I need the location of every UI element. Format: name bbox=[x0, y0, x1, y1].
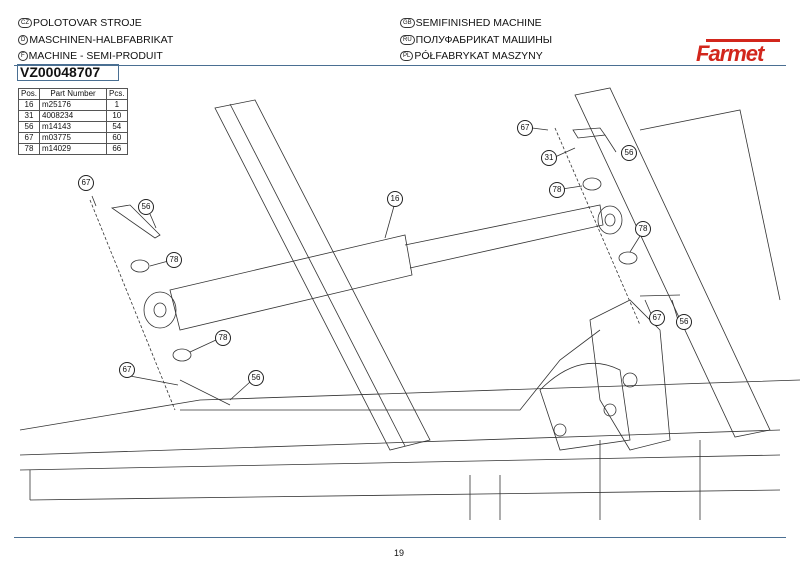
footer-divider bbox=[14, 537, 786, 538]
callout-78: 78 bbox=[166, 252, 182, 268]
callout-67: 67 bbox=[517, 120, 533, 136]
callout-56: 56 bbox=[621, 145, 637, 161]
callout-78: 78 bbox=[549, 182, 565, 198]
title-text: SEMIFINISHED MACHINE bbox=[415, 17, 542, 29]
cell: 60 bbox=[106, 132, 128, 144]
callout-67: 67 bbox=[119, 362, 135, 378]
title-text: PÓŁFABRYKAT MASZYNY bbox=[414, 50, 543, 62]
callout-56: 56 bbox=[676, 314, 692, 330]
lang-badge: D bbox=[18, 35, 29, 45]
lang-badge: CZ bbox=[18, 18, 32, 28]
callout-56: 56 bbox=[138, 199, 154, 215]
lang-badge: F bbox=[18, 51, 28, 61]
lang-badge: RU bbox=[400, 35, 415, 45]
cell: 67 bbox=[17, 132, 41, 144]
title-text: MACHINE - SEMI-PRODUIT bbox=[28, 50, 163, 62]
callout-78: 78 bbox=[635, 221, 651, 237]
callout-31: 31 bbox=[541, 150, 557, 166]
title-text: MASCHINEN-HALBFABRIKAT bbox=[29, 34, 174, 46]
col-pcs: Pcs. bbox=[106, 88, 128, 100]
cell: 1 bbox=[106, 99, 128, 111]
cell: 78 bbox=[17, 143, 41, 155]
page-number: 19 bbox=[394, 548, 405, 558]
header-divider bbox=[14, 65, 786, 66]
callout-67: 67 bbox=[649, 310, 665, 326]
callout-16: 16 bbox=[387, 191, 403, 207]
lang-badge: GB bbox=[400, 18, 415, 28]
title-text: ПОЛУФАБРИКАТ МАШИНЫ bbox=[415, 34, 553, 46]
logo-text: Farmet bbox=[696, 41, 764, 66]
farmet-logo: Farmet bbox=[696, 39, 782, 66]
lang-badge: PL bbox=[400, 51, 414, 61]
assembly-code: VZ00048707 bbox=[17, 64, 119, 81]
cell: 66 bbox=[106, 143, 128, 155]
callout-78: 78 bbox=[215, 330, 231, 346]
cell: m14029 bbox=[39, 143, 108, 155]
title-text: POLOTOVAR STROJE bbox=[33, 17, 142, 29]
callout-56: 56 bbox=[248, 370, 264, 386]
table-header: Pos. Part Number Pcs. bbox=[17, 88, 128, 100]
callout-67: 67 bbox=[78, 175, 94, 191]
